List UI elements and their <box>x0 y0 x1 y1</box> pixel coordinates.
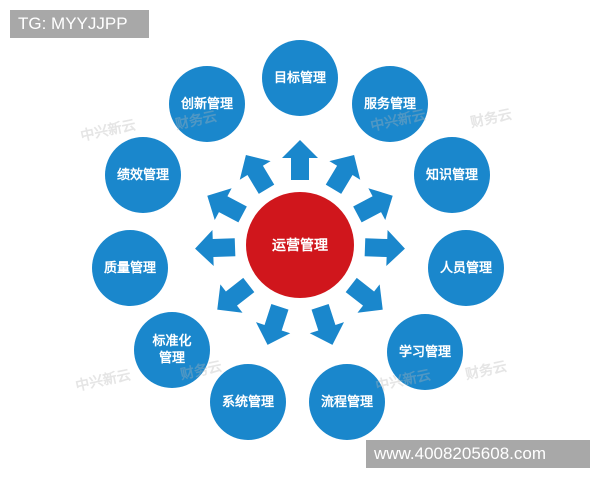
node-label: 目标管理 <box>273 70 326 86</box>
node-learning-management: 学习管理 <box>387 314 463 390</box>
arrow-icon <box>302 301 350 351</box>
arrow-icon <box>364 229 406 267</box>
center-node: 运营管理 <box>246 192 354 298</box>
node-quality-management: 质量管理 <box>92 230 168 306</box>
node-goal-management: 目标管理 <box>262 40 338 116</box>
node-knowledge-management: 知识管理 <box>414 137 490 213</box>
arrow-icon <box>318 145 370 199</box>
node-label: 创新管理 <box>180 96 233 112</box>
node-innovation-management: 创新管理 <box>169 66 245 142</box>
node-label: 系统管理 <box>221 394 274 410</box>
node-label: 人员管理 <box>439 260 492 276</box>
top-left-tag: TG: MYYJJPP <box>10 10 149 38</box>
arrow-icon <box>206 270 260 324</box>
center-node-label: 运营管理 <box>272 238 328 254</box>
arrow-icon <box>250 301 298 351</box>
node-service-management: 服务管理 <box>352 66 428 142</box>
node-label: 质量管理 <box>103 260 156 276</box>
node-label: 服务管理 <box>363 96 416 112</box>
arrow-icon <box>230 145 282 199</box>
node-standardization-management: 标准化管理 <box>134 312 210 388</box>
node-label: 流程管理 <box>320 394 373 410</box>
arrow-icon <box>348 179 402 231</box>
arrow-icon <box>340 270 394 324</box>
bottom-right-tag: www.4008205608.com <box>366 440 590 468</box>
arrow-icon <box>194 229 236 267</box>
node-label: 学习管理 <box>398 344 451 360</box>
arrow-icon <box>198 179 252 231</box>
node-performance-management: 绩效管理 <box>105 137 181 213</box>
node-label: 标准化管理 <box>152 334 192 366</box>
node-label: 知识管理 <box>425 167 478 183</box>
node-personnel-management: 人员管理 <box>428 230 504 306</box>
node-system-management: 系统管理 <box>210 364 286 440</box>
arrow-icon <box>282 140 318 180</box>
node-label: 绩效管理 <box>116 167 169 183</box>
node-process-management: 流程管理 <box>309 364 385 440</box>
